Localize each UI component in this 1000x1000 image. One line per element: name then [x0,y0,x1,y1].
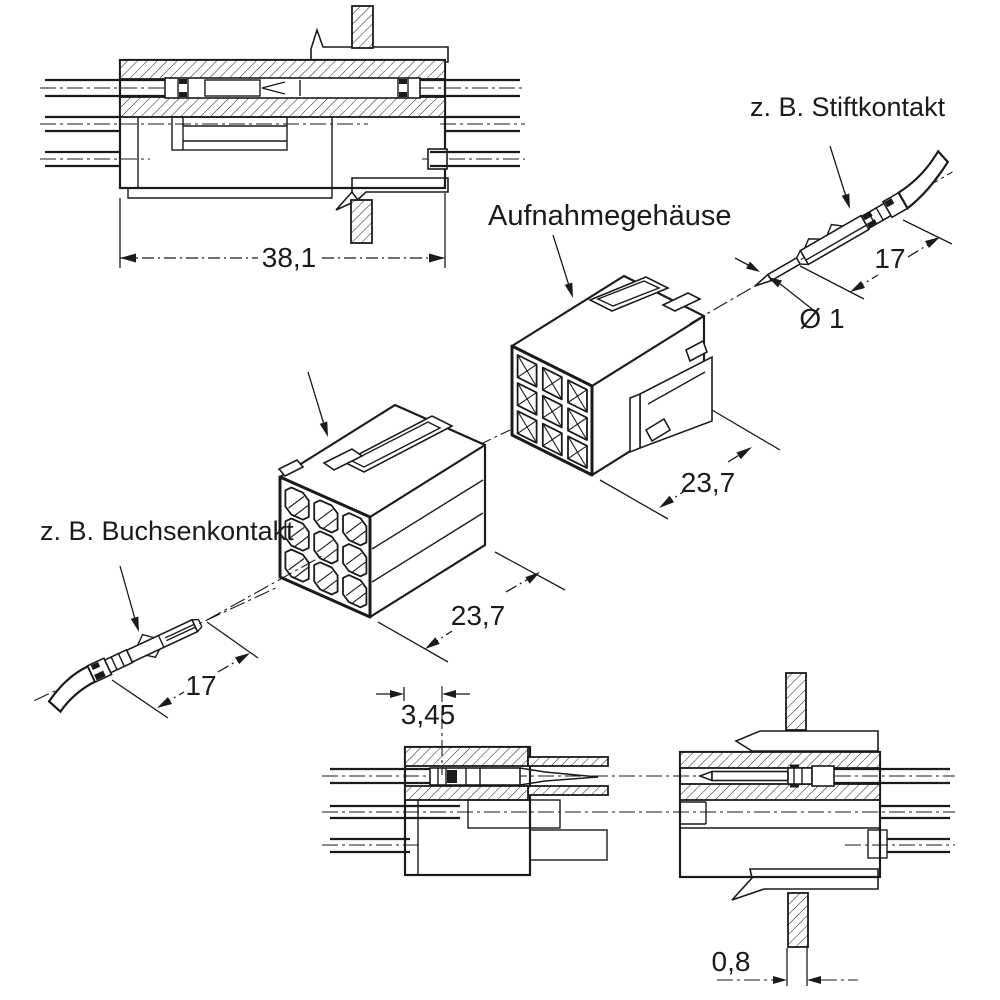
dimension-panel-thickness: 0,8 [712,946,858,986]
label-receptacle-housing: Aufnahmegehäuse [488,200,731,232]
dim-contact-pitch: 3,45 [401,699,456,730]
socket-contact-figure [34,585,280,714]
receptacle-housing-figure [510,274,713,477]
receptacle-section-view [678,672,950,948]
mated-pair-section-view [45,5,520,244]
receptacle-housing-annotations: Aufnahmegehäuse [488,200,731,298]
label-pin-contact: z. B. Stiftkontakt [750,92,946,122]
dim-pin-diameter: Ø 1 [799,303,844,334]
dimension-receptacle-length: 23,7 [599,409,781,520]
dimension-mated-length: 38,1 [119,193,446,273]
dimension-contact-pitch: 3,45 [376,686,470,775]
socket-contact-annotations: z. B. Buchsenkontakt 17 [40,516,294,719]
plug-housing-leader [307,371,328,437]
dim-socket-contact-length: 17 [185,670,216,701]
dimension-plug-length: 23,7 [377,551,566,663]
plug-section-view [330,745,609,877]
pin-contact-figure [689,149,953,324]
dim-pin-contact-length: 17 [874,243,905,274]
dim-panel-thickness: 0,8 [712,946,751,977]
dim-receptacle-length: 23,7 [681,467,736,498]
dim-plug-length: 23,7 [451,600,506,631]
pin-contact-annotations: z. B. Stiftkontakt 17 Ø 1 [734,92,953,334]
plug-housing-figure [277,403,487,619]
plug-mating-axis [206,555,323,621]
dim-mated-length: 38,1 [262,242,317,273]
label-socket-contact: z. B. Buchsenkontakt [40,516,294,546]
